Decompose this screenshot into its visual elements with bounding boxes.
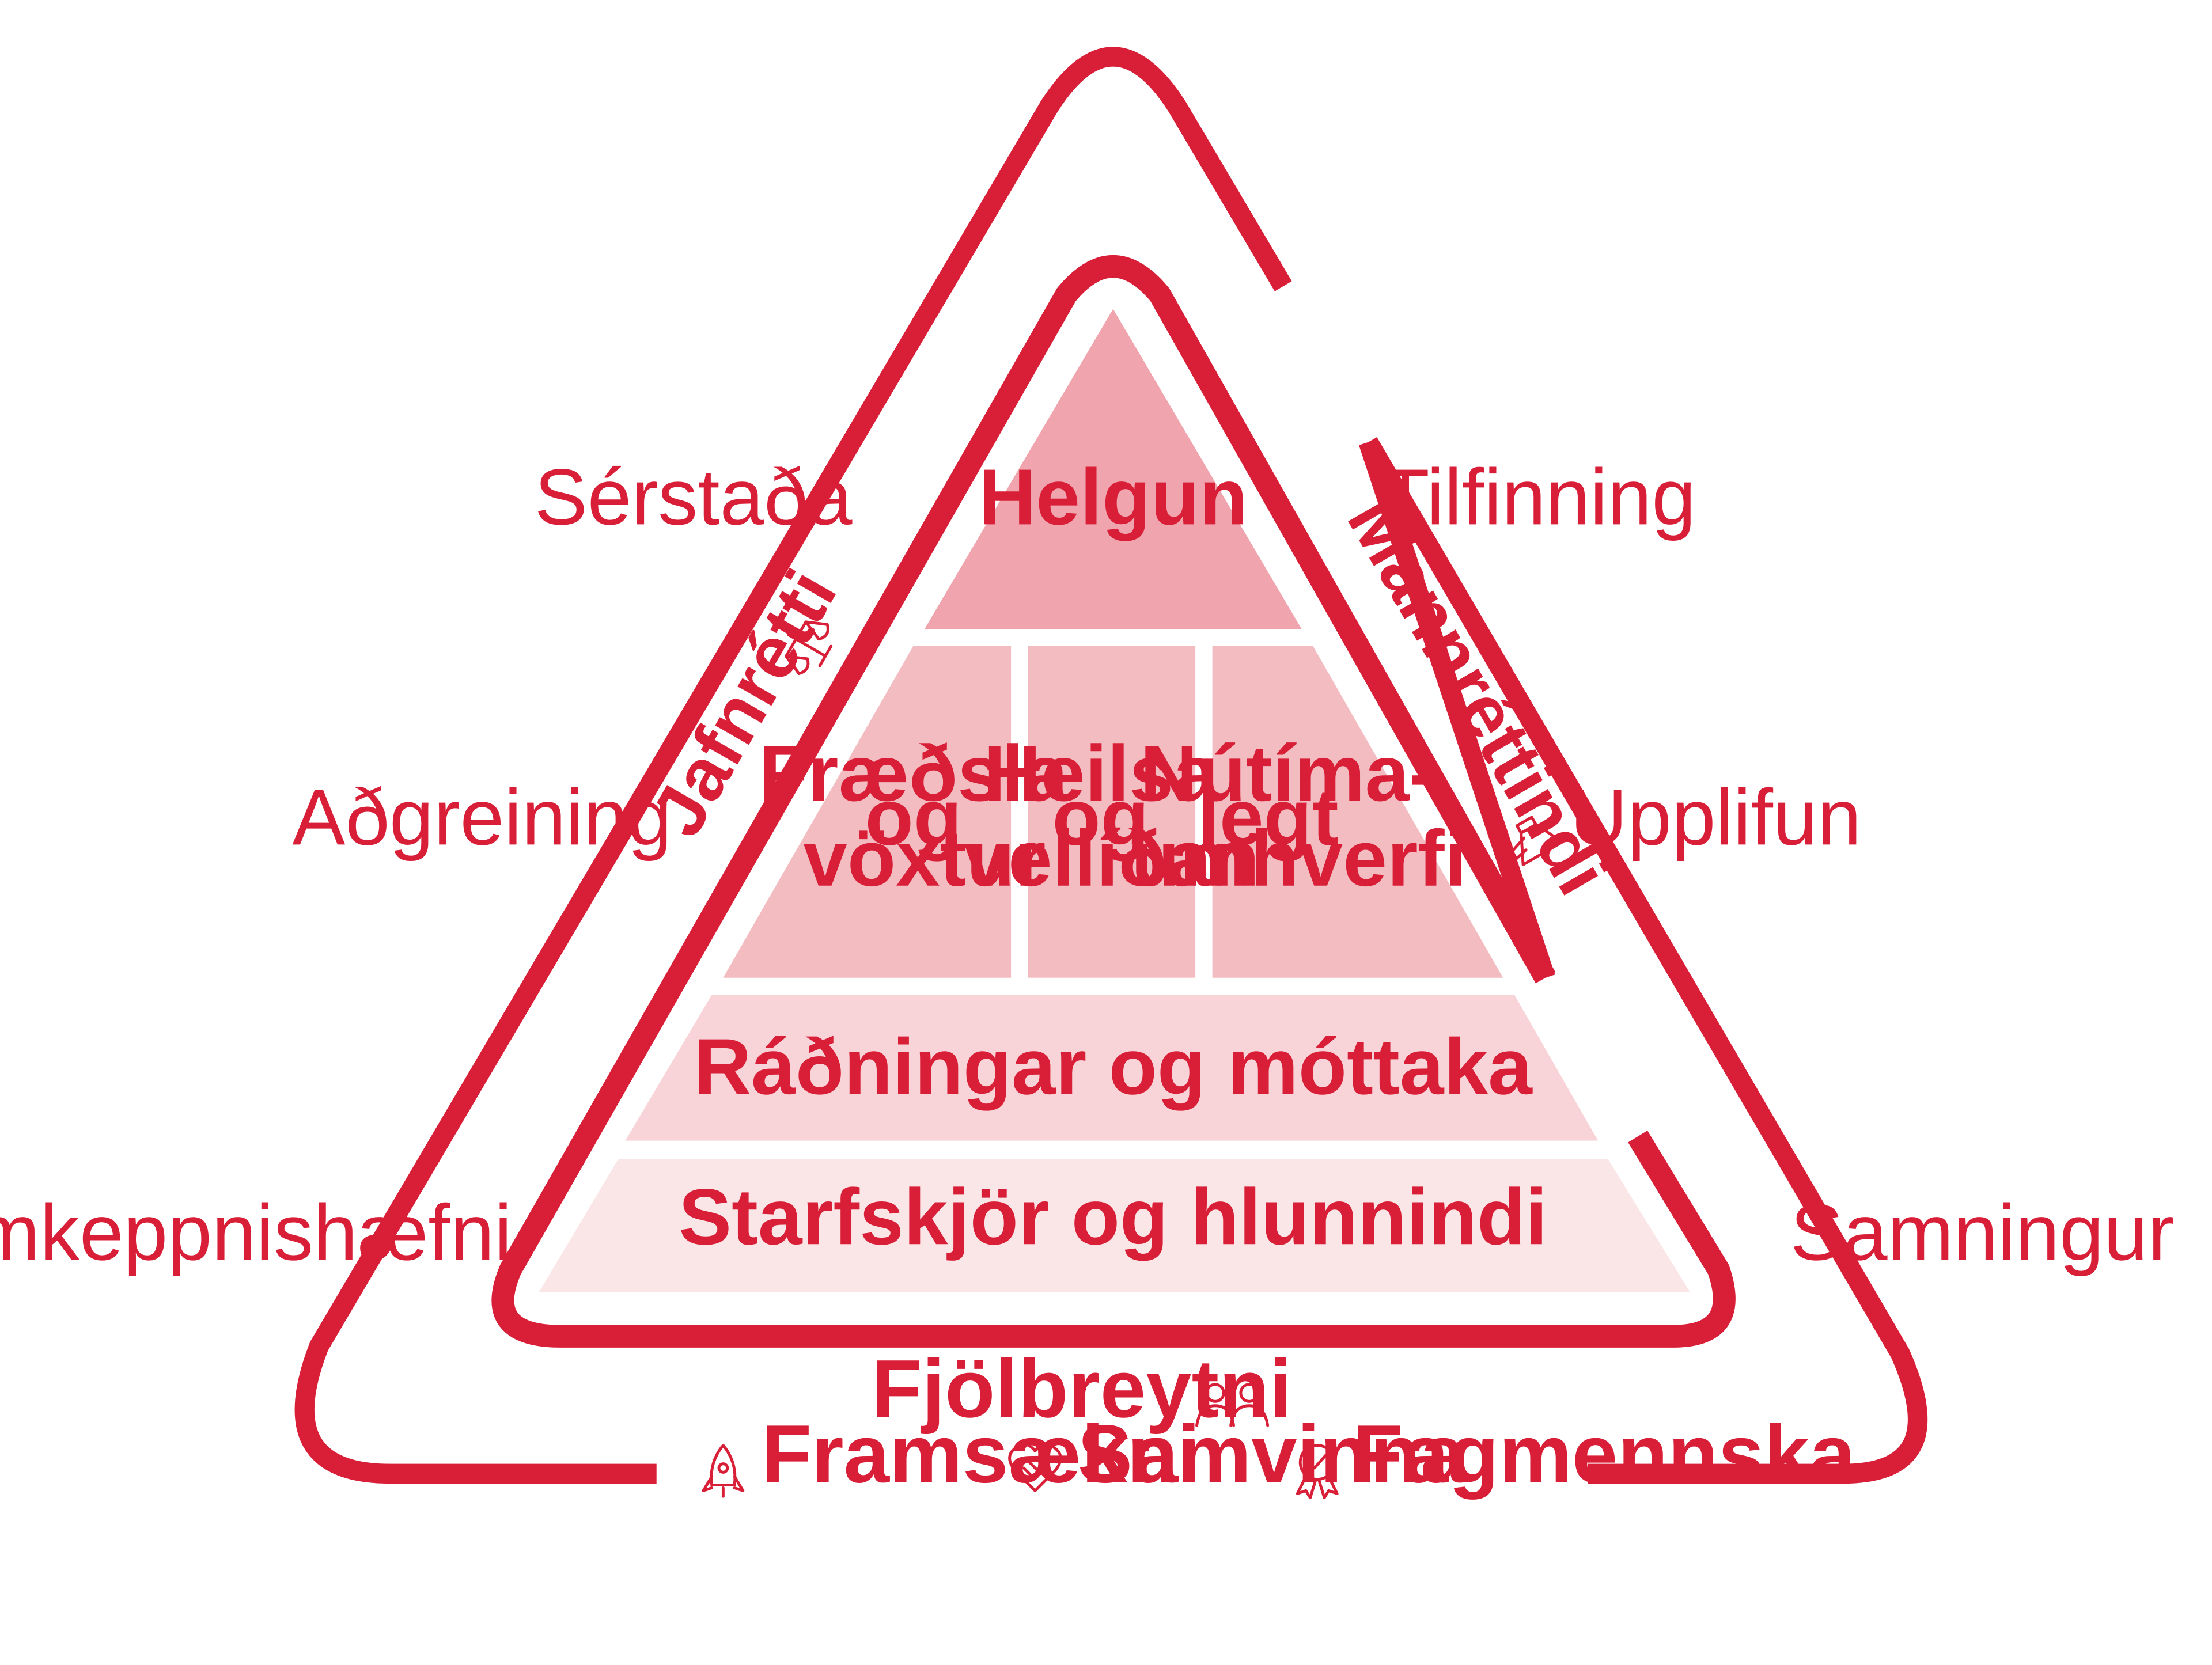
tier-middle-center-label: Heilsa og vellíðan [964,729,1259,903]
inner-right-bar [1359,439,1555,981]
tier-middle-center-line3: vellíðan [964,814,1259,903]
tier-middle-left-line3: vöxtur [803,814,1046,903]
outer-left-label-1: Sérstaða [535,453,853,541]
tier-middle-left-line1: Fræðsla [759,729,1069,818]
value-item-fagmennska: Fagmennska [1296,1409,1857,1500]
megaphone-icon [1510,816,1564,866]
tier-recruitment-shape [625,995,1599,1141]
outer-frame-left [294,47,1292,1484]
tier-middle-left-line2: og [865,773,962,862]
outer-right-label-3: Samningur [1790,1188,2175,1277]
value-label-fagmennska: Fagmennska [1353,1409,1856,1500]
outer-frame [294,47,1928,1484]
rocket-icon [702,1444,745,1498]
value-item-samvinna: Samvinna [1008,1409,1467,1500]
outer-right-label-1: Tilfinning [1381,453,1696,541]
inner-frame [491,255,1736,1348]
tier-middle-right-line2: legt [1198,773,1339,862]
tier-middle-right-shape [1212,646,1503,978]
handshake-heart-icon [1008,1443,1062,1492]
tier-middle-left-shape [723,646,1012,978]
outer-left-label-2: Aðgreining [292,773,672,862]
value-label-samvinna: Samvinna [1078,1409,1467,1500]
tier-base-label: Starfskjör og hlunnindi [679,1173,1547,1261]
outer-left-label-3: Samkeppnishæfni [0,1188,512,1277]
tier-top-label: Helgun [979,453,1248,541]
tier-middle-right-line3: umhverfi [1131,814,1467,903]
people-icon [1195,1383,1270,1427]
scale-icon [785,620,833,675]
outer-right-label-2: Upplifun [1570,773,1862,862]
tier-middle-left-label: Fræðsla og vöxtur [759,729,1090,903]
tier-middle-center-shape [1028,646,1196,978]
tier-middle-right-label: Nútíma- legt umhverfi [1131,729,1467,903]
tier-base-shape [539,1159,1691,1292]
pyramid-tiers [539,309,1691,1292]
tier-middle-center-line2: og [1052,773,1149,862]
tier-recruitment-label: Ráðningar og móttaka [694,1022,1533,1111]
value-item-framsaekni: Framsækni [702,1409,1200,1500]
award-badge-icon [1296,1444,1339,1500]
value-label-framsaekni: Framsækni [762,1409,1200,1500]
tier-middle-center-line1: Heilsa [984,729,1218,818]
tier-middle-right-line1: Nútíma- [1140,729,1435,818]
tier-top-shape [924,309,1302,629]
outer-frame-right [1359,437,1928,1484]
